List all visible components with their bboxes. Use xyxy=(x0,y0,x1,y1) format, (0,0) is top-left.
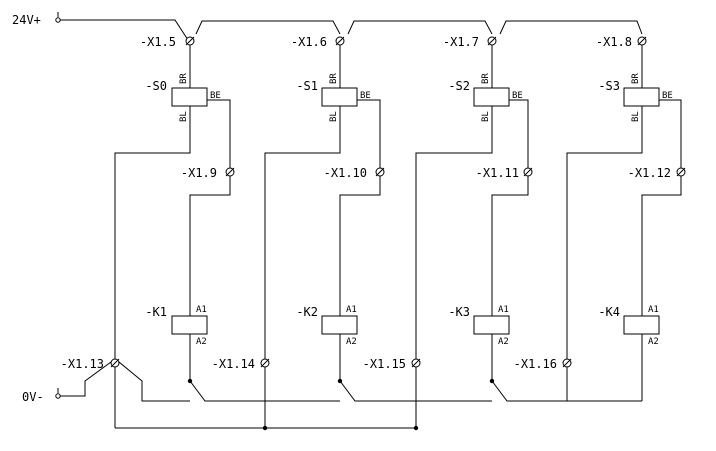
sensor-label: -S3 xyxy=(598,79,620,93)
pin-bl-label: BL xyxy=(631,111,641,122)
sensor-s0 xyxy=(171,87,208,107)
top-terminal-label: -X1.8 xyxy=(596,35,632,49)
signal-terminal xyxy=(676,167,686,177)
ground-terminal-x1-15: -X1.15 xyxy=(363,357,421,371)
ground-terminal-x1-14: -X1.14 xyxy=(212,357,270,371)
top-terminal-label: -X1.5 xyxy=(140,35,176,49)
signal-terminal-label: -X1.12 xyxy=(628,166,671,180)
pin-a1-label: A1 xyxy=(498,305,509,315)
sensor-cell-0: -X1.5 -S0 BR BE BL -X1.9 xyxy=(114,35,235,428)
top-terminal-label: -X1.6 xyxy=(291,35,327,49)
sensor-label: -S2 xyxy=(448,79,470,93)
pin-bl-label: BL xyxy=(329,111,339,122)
relay-k4: -K4 A1 A2 xyxy=(598,305,660,401)
common-return-bus xyxy=(115,367,568,431)
pin-br-label: BR xyxy=(631,73,641,84)
signal-terminal xyxy=(375,167,385,177)
pin-a1-label: A1 xyxy=(346,305,357,315)
relay-label: -K1 xyxy=(145,305,167,319)
signal-terminal xyxy=(225,167,235,177)
pin-be-label: BE xyxy=(662,91,673,101)
sensor-cell-3: -X1.8 -S3 BR BE BL -X1.12 xyxy=(566,35,686,359)
top-terminal xyxy=(487,36,497,46)
top-terminal-label: -X1.7 xyxy=(443,35,479,49)
pin-be-label: BE xyxy=(360,91,371,101)
pin-bl-label: BL xyxy=(481,111,491,122)
sensor-s2 xyxy=(473,87,510,107)
supply-negative-wiring xyxy=(55,361,642,402)
pin-a2-label: A2 xyxy=(196,337,207,347)
ground-terminal-label: -X1.13 xyxy=(61,357,104,371)
sensor-label: -S1 xyxy=(296,79,318,93)
pin-br-label: BR xyxy=(179,73,189,84)
supply-positive-rail xyxy=(55,12,643,41)
ground-terminal-label: -X1.15 xyxy=(363,357,406,371)
supply-negative-label: 0V- xyxy=(22,390,44,404)
relay-coil xyxy=(321,315,358,335)
sensor-s1 xyxy=(321,87,358,107)
relay-coil xyxy=(171,315,208,335)
relay-k1: -K1 A1 A2 xyxy=(145,305,208,384)
signal-terminal xyxy=(523,167,533,177)
relay-k2: -K2 A1 A2 xyxy=(296,305,358,384)
pin-a2-label: A2 xyxy=(346,337,357,347)
junction-dot xyxy=(262,425,268,431)
pin-be-label: BE xyxy=(512,91,523,101)
ground-terminal-label: -X1.16 xyxy=(514,357,557,371)
pin-br-label: BR xyxy=(329,73,339,84)
supply-positive-label: 24V+ xyxy=(12,13,41,27)
relay-label: -K3 xyxy=(448,305,470,319)
signal-terminal-label: -X1.11 xyxy=(476,166,519,180)
pin-a2-label: A2 xyxy=(498,337,509,347)
sensor-cell-2: -X1.7 -S2 BR BE BL -X1.11 xyxy=(415,35,533,359)
sensor-s3 xyxy=(623,87,660,107)
top-terminal xyxy=(335,36,345,46)
relay-label: -K4 xyxy=(598,305,620,319)
sensor-label: -S0 xyxy=(145,79,167,93)
ground-terminal-label: -X1.14 xyxy=(212,357,255,371)
pin-a2-label: A2 xyxy=(648,337,659,347)
pin-a1-label: A1 xyxy=(648,305,659,315)
junction-dot xyxy=(413,425,419,431)
relay-coil xyxy=(473,315,510,335)
relay-coil xyxy=(623,315,660,335)
signal-terminal-label: -X1.10 xyxy=(324,166,367,180)
relay-k3: -K3 A1 A2 xyxy=(448,305,510,384)
sensor-cell-1: -X1.6 -S1 BR BE BL -X1.10 xyxy=(264,35,385,359)
pin-br-label: BR xyxy=(481,73,491,84)
pin-be-label: BE xyxy=(210,91,221,101)
top-terminal xyxy=(637,36,647,46)
top-terminal xyxy=(185,36,195,46)
ground-terminal-x1-13: -X1.13 xyxy=(61,357,120,371)
signal-terminal-label: -X1.9 xyxy=(181,166,217,180)
relay-label: -K2 xyxy=(296,305,318,319)
pin-bl-label: BL xyxy=(179,111,189,122)
pin-a1-label: A1 xyxy=(196,305,207,315)
ground-terminal-x1-16: -X1.16 xyxy=(514,357,572,371)
